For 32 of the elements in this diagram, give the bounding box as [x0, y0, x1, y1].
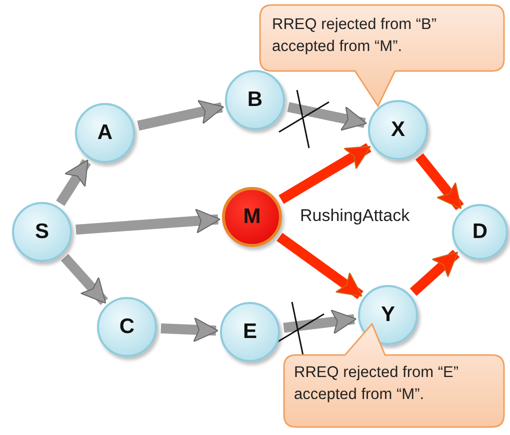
arrow [287, 102, 368, 131]
node-label: B [247, 88, 263, 112]
node-label: S [34, 220, 49, 244]
attacker-node-circle [222, 187, 282, 247]
node-label: M [243, 205, 261, 229]
node-circle [368, 100, 428, 160]
node-label: C [119, 315, 135, 339]
node-circle [452, 204, 508, 260]
node-circle [220, 302, 280, 362]
node-label: Y [380, 303, 395, 327]
arrow [410, 250, 460, 296]
arrow [278, 143, 372, 204]
node-circle [97, 297, 157, 357]
arrow [137, 100, 224, 131]
arrow [56, 159, 91, 206]
attack-label: RushingAttack [300, 206, 410, 226]
node-label: E [242, 320, 257, 344]
arrow [276, 232, 364, 300]
arrow [76, 208, 221, 235]
arrow [60, 254, 108, 305]
callout-text: RREQ rejected from “E” accepted from “M”. [294, 363, 460, 405]
arrow [415, 153, 464, 210]
node-label: X [390, 118, 405, 142]
speech-bubble [282, 322, 506, 430]
node-circle [12, 202, 72, 262]
node-circle [75, 103, 135, 163]
arrow [160, 317, 219, 342]
arrow [283, 309, 357, 334]
callout-text: RREQ rejected from “B” accepted from “M”. [272, 15, 438, 57]
node-label: A [97, 121, 113, 145]
node-label: D [472, 220, 488, 244]
node-circle [225, 70, 285, 130]
